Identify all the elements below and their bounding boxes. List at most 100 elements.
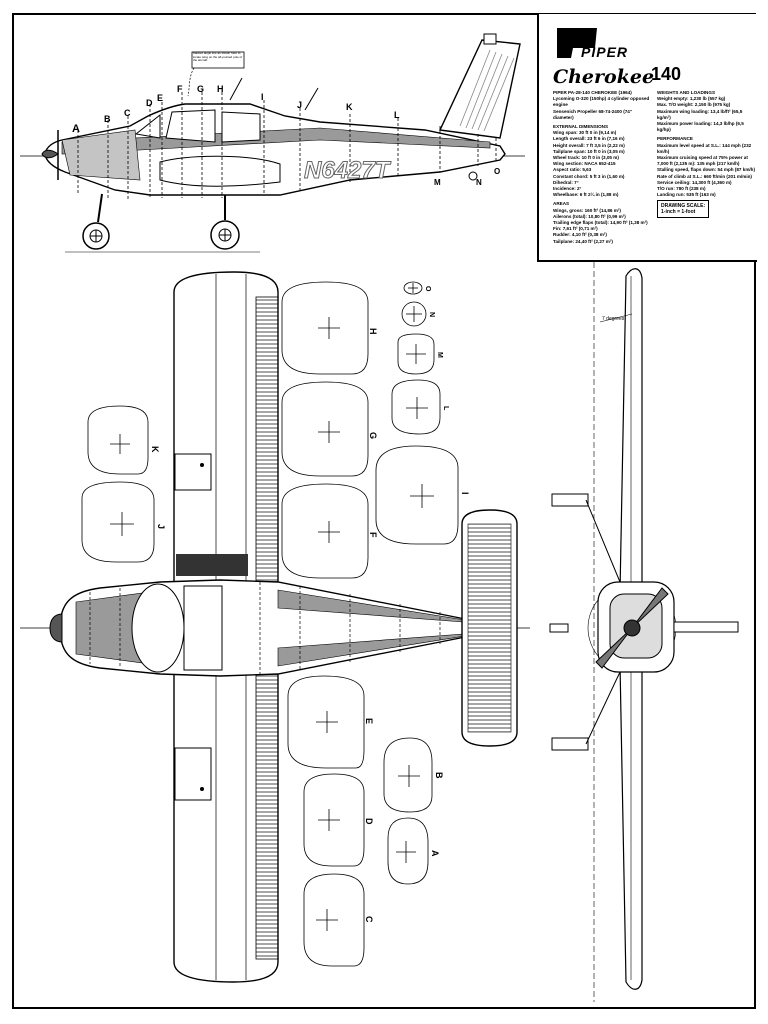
weights-heading: WEIGHTS AND LOADINGS: [657, 90, 716, 95]
tail-skid: [468, 171, 478, 181]
section-J: [81, 481, 155, 563]
weight-line: Max. T/O weight: 2,150 lb (975 kg): [657, 102, 731, 108]
area-line: Trailing edge flaps (total): 14,90 ft² (…: [553, 220, 648, 226]
section-D: [303, 773, 365, 867]
cabin-plan: [183, 585, 223, 671]
dim-line: Wheel track: 10 ft 0 in (3,05 m): [553, 155, 619, 161]
weight-line: Maximum wing loading: 13,4 lb/ft² (65,5 …: [657, 108, 743, 120]
section-label-N: N: [428, 312, 435, 317]
fuel-cap-upper: [200, 463, 204, 467]
section-A: [387, 817, 429, 885]
dim-line: Aspect ratio: 5,63: [553, 167, 592, 173]
antenna-1: [229, 77, 243, 101]
cabin-window-rear: [221, 111, 261, 143]
cabin-window-front: [165, 109, 216, 143]
dims-heading: EXTERNAL DIMENSIONS: [553, 124, 609, 130]
nose-gear: [82, 193, 110, 250]
weight-line: Weight empty: 1,230 lb (557 kg): [657, 96, 726, 102]
perf-line: Service ceiling: 14,300 ft (4,360 m): [657, 179, 732, 185]
spec-left-column: PIPER PA-28-140 CHEROKEE (1964) Lycoming…: [553, 90, 653, 245]
area-line: Fin: 7,61 ft² (0,71 m²): [553, 226, 598, 232]
canopy-plan: [131, 583, 185, 673]
station-label-H: H: [217, 84, 224, 94]
fin-tip: [483, 33, 497, 45]
section-label-J: J: [156, 524, 166, 529]
spec-line: Lycoming O-320 (150hp) 4 cylinder oppose…: [553, 96, 650, 108]
piper-logo-icon: [557, 28, 597, 58]
areas-heading: AREAS: [553, 201, 570, 207]
section-label-I: I: [460, 492, 470, 495]
station-label-A: A: [72, 123, 80, 135]
station-label-M: M: [434, 178, 441, 187]
section-label-A: A: [430, 850, 440, 857]
dim-line: Constant chord: 5 ft 3 in (1,60 m): [553, 173, 625, 179]
station-lines: [77, 92, 497, 200]
title-block: PIPER Cherokee 140 PIPER PA-28-140 CHERO…: [537, 14, 757, 262]
station-label-L: L: [394, 110, 400, 120]
area-line: Rudder: 4,10 ft² (0,38 m²): [553, 232, 607, 238]
spinner-plan: [49, 613, 63, 643]
section-C: [303, 873, 365, 967]
section-M: [397, 333, 435, 375]
area-line: Wings, gross: 160 ft² (14,86 m²): [553, 207, 621, 213]
front-view: [549, 262, 739, 1002]
spec-right-column: WEIGHTS AND LOADINGS Weight empty: 1,230…: [657, 90, 757, 198]
performance-heading: PERFORMANCE: [657, 136, 693, 142]
callout-note: Marked angle line as shown here to locat…: [193, 52, 243, 63]
wing-lower-panel: [174, 747, 212, 801]
dim-line: Length overall: 23 ft 6 in (7,16 m): [553, 136, 625, 142]
fuel-cap-lower: [200, 787, 204, 791]
wing-profile-side: [159, 155, 281, 187]
perf-line: Maximum cruising speed at 75% power at: [657, 155, 748, 161]
model-number: 140: [651, 64, 682, 84]
station-label-N: N: [476, 178, 482, 187]
windshield-window: [134, 113, 161, 139]
spec-heading: PIPER PA-28-140 CHEROKEE (1964): [553, 90, 632, 95]
callout-leader: [187, 67, 195, 97]
station-label-D: D: [146, 98, 153, 108]
dim-line: Wing section: NACA 652-415: [553, 161, 616, 167]
section-K: [87, 405, 149, 475]
perf-line: Stalling speed, flaps down: 54 mph (87 k…: [657, 167, 756, 173]
prop-blade-1: [631, 587, 669, 629]
section-label-O: O: [424, 286, 431, 292]
side-cowling: [61, 129, 141, 181]
wing-lower-flap: [255, 673, 279, 960]
station-label-F: F: [177, 84, 183, 94]
station-label-E: E: [157, 93, 163, 103]
dim-line: Wing span: 30 ft 0 in (9,14 m): [553, 130, 617, 136]
station-label-J: J: [297, 100, 302, 110]
scale-value: 1-inch = 1-foot: [661, 209, 696, 215]
spec-line: Sensenich Propeller 68-74-2400 (74" diam…: [553, 108, 633, 120]
scale-heading: DRAWING SCALE:: [661, 203, 706, 209]
area-line: Tailplane: 24,40 ft² (2,27 m²): [553, 238, 613, 244]
wing-upper-panel: [174, 453, 212, 491]
area-line: Ailerons (total): 10,80 ft² (0,99 m²): [553, 213, 626, 219]
dim-line: Dihedral: 7°: [553, 179, 579, 185]
station-label-I: I: [261, 92, 264, 102]
front-tailplane: [673, 621, 739, 633]
drawing-scale-box: DRAWING SCALE: 1-inch = 1-foot: [657, 200, 710, 218]
front-wheel-upper: [551, 493, 589, 507]
tailplane-elevator: [467, 523, 512, 733]
section-label-K: K: [150, 446, 160, 453]
front-tail: [549, 623, 569, 633]
station-label-K: K: [346, 102, 353, 112]
section-label-H: H: [368, 328, 378, 335]
model-script: Cherokee: [553, 66, 655, 88]
dim-line: Wheelbase: 6 ft 2¼ in (1,88 m): [553, 192, 619, 198]
dim-line: Height overall: 7 ft 3,5 in (2,22 m): [553, 142, 625, 148]
plan-view: K J H G F O N M L I: [20, 262, 739, 1002]
vertical-fin: [438, 39, 521, 139]
section-label-C: C: [364, 916, 374, 923]
fin-ribs: [459, 49, 515, 132]
section-label-B: B: [434, 772, 444, 779]
section-label-M: M: [436, 352, 443, 358]
station-label-G: G: [197, 84, 204, 94]
section-L: [391, 379, 441, 435]
dihedral-label: 7 degrees: [602, 316, 625, 322]
stripe-upper: [277, 589, 491, 625]
section-label-F: F: [368, 532, 378, 538]
stripe-lower: [277, 631, 491, 667]
front-wheel-lower: [551, 737, 589, 751]
